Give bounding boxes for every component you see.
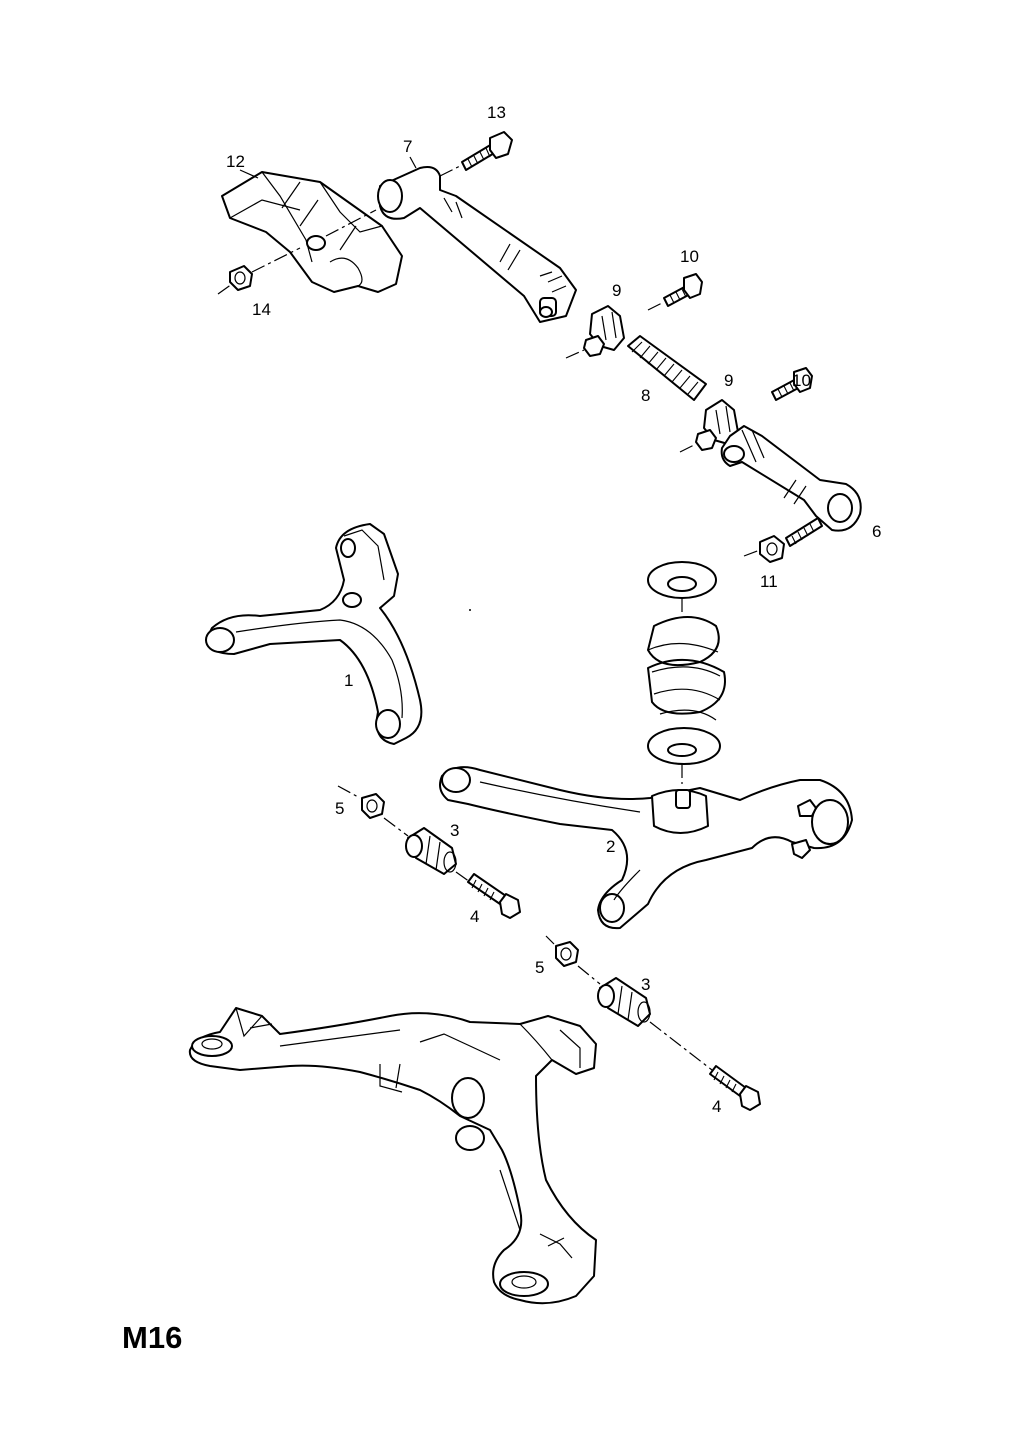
callout-7: 7 — [403, 137, 412, 156]
part-13-bolt — [461, 131, 513, 171]
callout-8: 8 — [641, 386, 650, 405]
part-14-nut — [229, 265, 253, 291]
axis-line-5b — [545, 935, 601, 985]
part-3-bushing-lower — [597, 977, 651, 1027]
callouts: 12 13 7 14 10 9 10 9 8 6 11 1 2 5 3 4 5 … — [226, 103, 881, 1116]
axis-line-9b — [679, 443, 697, 453]
callout-3-upper: 3 — [450, 821, 459, 840]
part-3-bushing-upper — [405, 827, 457, 875]
callout-2: 2 — [606, 837, 615, 856]
callout-10-lower: 10 — [792, 371, 811, 390]
part-8-adjuster-sleeve — [627, 335, 707, 401]
part-5-nut-lower — [555, 941, 579, 967]
part-1-upper-control-arm — [205, 523, 423, 745]
axis-line-9a — [565, 349, 585, 359]
callout-3-lower: 3 — [641, 975, 650, 994]
subframe-crossmember — [188, 1007, 597, 1305]
callout-4-lower: 4 — [712, 1097, 721, 1116]
callout-5-lower: 5 — [535, 958, 544, 977]
part-9-clamp-lower — [695, 399, 739, 451]
part-4-bolt-lower — [709, 1065, 761, 1111]
part-11-nut-stud — [759, 517, 823, 563]
part-10-bolt-upper — [663, 273, 703, 307]
callout-1: 1 — [344, 671, 353, 690]
callout-12: 12 — [226, 152, 245, 171]
leader-7 — [409, 156, 417, 169]
axis-line-5a — [337, 785, 409, 837]
coil-spring — [647, 616, 726, 721]
axis-line-3a — [455, 871, 471, 883]
stray-dot — [469, 609, 471, 611]
part-10-bolt-lower — [771, 367, 813, 401]
part-4-bolt-upper — [467, 873, 521, 919]
axis-line-10a — [647, 301, 665, 311]
callout-13: 13 — [487, 103, 506, 122]
part-7-upper-link — [377, 166, 577, 323]
part-9-clamp-upper — [583, 305, 625, 357]
part-2-lower-control-arm — [439, 766, 853, 930]
callout-5-upper: 5 — [335, 799, 344, 818]
callout-10-upper: 10 — [680, 247, 699, 266]
page-code: M16 — [122, 1320, 183, 1355]
axis-line-12 — [217, 209, 377, 295]
axis-line-13 — [439, 165, 461, 177]
callout-11: 11 — [760, 572, 778, 591]
axis-line-11 — [743, 549, 761, 557]
callout-9-lower: 9 — [724, 371, 733, 390]
part-12-bracket — [221, 171, 403, 293]
spring-upper-isolator — [647, 561, 717, 599]
axis-line-3b — [649, 1021, 713, 1071]
spring-lower-isolator — [647, 727, 721, 765]
callout-6: 6 — [872, 522, 881, 541]
callout-9-upper: 9 — [612, 281, 621, 300]
callout-14: 14 — [252, 300, 271, 319]
callout-4-upper: 4 — [470, 907, 479, 926]
part-6-lower-link — [720, 425, 862, 532]
part-5-nut-upper — [361, 793, 385, 819]
leader-12 — [239, 169, 259, 179]
